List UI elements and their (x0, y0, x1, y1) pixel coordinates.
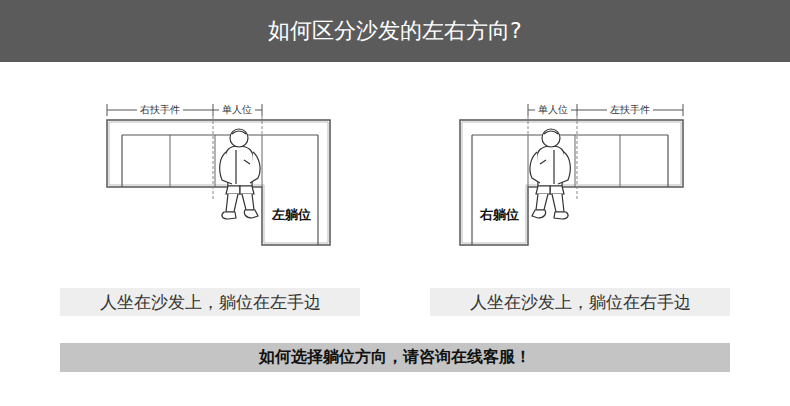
title: 如何区分沙发的左右方向? (268, 16, 522, 46)
node-text: 如何选择躺位方向，请咨询在线客服！ (259, 347, 531, 368)
dimension-label: 单人位 (535, 103, 571, 117)
node-text: 左躺位 (272, 206, 311, 224)
node-text: 人坐在沙发上，躺位在左手边 (100, 291, 321, 314)
dimension-label: 左扶手件 (607, 103, 653, 117)
node-text: 右躺位 (480, 206, 519, 224)
chaise-area: 左躺位 (264, 187, 318, 243)
node-text: 人坐在沙发上，躺位在右手边 (470, 291, 691, 314)
caption-band: 人坐在沙发上，躺位在右手边 (430, 288, 730, 316)
chaise-area: 右躺位 (472, 187, 526, 243)
caption-band: 人坐在沙发上，躺位在左手边 (60, 288, 360, 316)
dimension-label: 右扶手件 (137, 103, 183, 117)
notice-band: 如何选择躺位方向，请咨询在线客服！ (60, 343, 730, 372)
dimension-label: 单人位 (219, 103, 255, 117)
title-band (0, 0, 790, 62)
